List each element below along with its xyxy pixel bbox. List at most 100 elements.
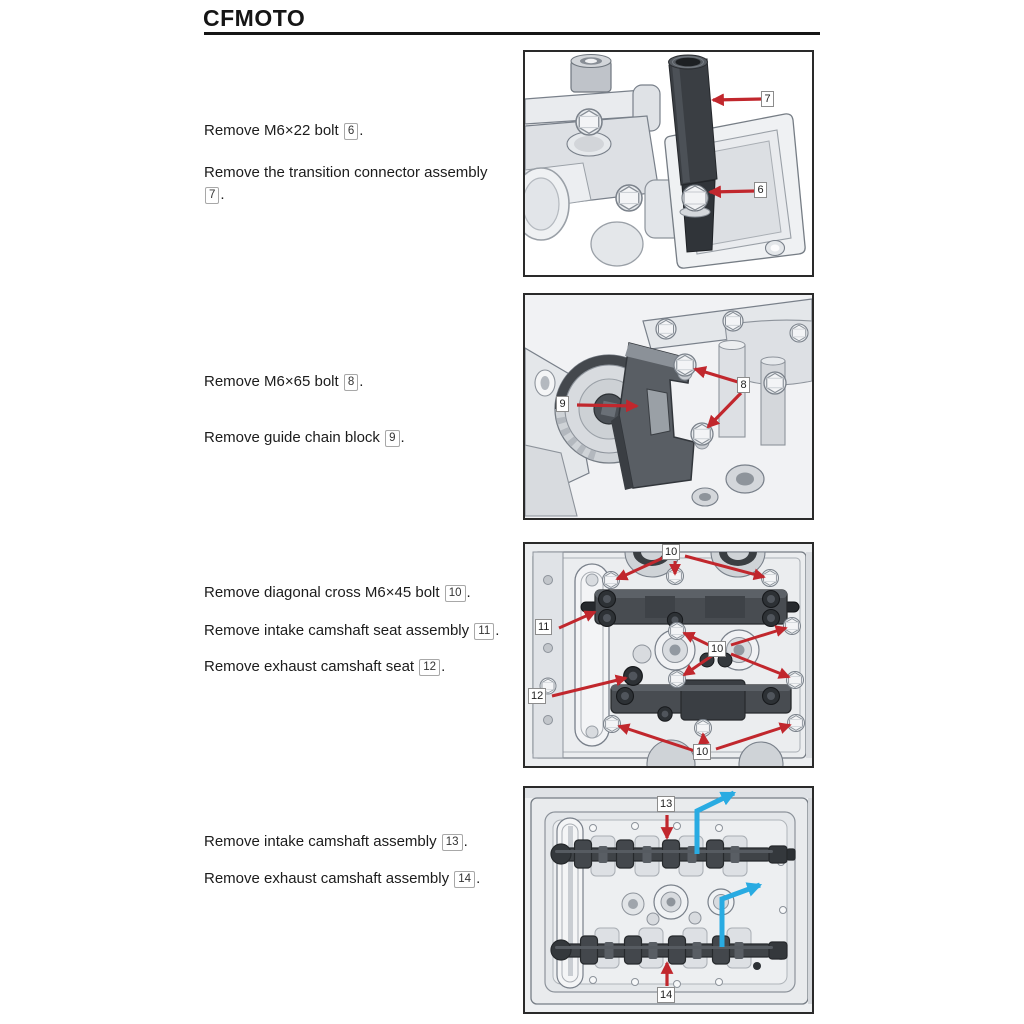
red-arrow (706, 391, 743, 429)
m6x65-bolt-upper (673, 353, 697, 377)
red-arrows (551, 554, 792, 753)
callout-10-middle: 10 (708, 641, 727, 657)
callout-7: 7 (761, 91, 774, 107)
part-ref-box: 6 (343, 123, 359, 140)
part-ref-box: 13 (441, 834, 463, 851)
m6x45-bolt (760, 568, 780, 588)
red-arrow (697, 732, 710, 746)
engine-illustration (525, 788, 812, 1012)
callout-10-top: 10 (662, 544, 681, 560)
figure-camshafts: 13 14 (523, 786, 814, 1014)
step-suffix: . (466, 584, 471, 601)
m6x45-bolt (782, 616, 802, 636)
exhaust-camshaft-seat (610, 666, 792, 722)
step-text: Remove the transition connector assembly (204, 164, 488, 181)
hex-bolt (575, 108, 603, 136)
engine-artwork (525, 295, 812, 518)
red-arrow (693, 366, 739, 384)
step-text: Remove M6×65 bolt (204, 373, 343, 390)
brand-title: CFMOTO (203, 5, 306, 31)
red-arrow (682, 653, 714, 677)
callout-6: 6 (754, 182, 767, 198)
step-remove-m6x65-bolt: Remove M6×65 bolt 8. (204, 371, 534, 393)
step-remove-exhaust-seat: Remove exhaust camshaft seat 12. (204, 656, 534, 678)
red-arrow (708, 185, 756, 199)
red-arrow (711, 93, 763, 107)
step-remove-intake-camshaft: Remove intake camshaft assembly 13. (204, 831, 534, 853)
part-ref-box: 9 (385, 430, 400, 447)
hex-bolt (655, 318, 677, 340)
blue-arrow (719, 882, 763, 947)
engine-illustration (525, 52, 812, 275)
step-remove-diagonal-cross-bolt: Remove diagonal cross M6×45 bolt 10. (204, 582, 534, 604)
red-arrow (715, 722, 792, 751)
step-suffix: . (495, 622, 500, 639)
red-arrow (730, 652, 791, 679)
red-arrow (730, 625, 788, 647)
callout-13: 13 (657, 796, 676, 812)
part-ref-box: 8 (343, 374, 359, 391)
blue-arrow (694, 790, 737, 854)
red-arrows (576, 366, 743, 429)
red-arrow (576, 399, 639, 413)
step-text: Remove exhaust camshaft assembly (204, 870, 454, 887)
intake-camshaft (550, 839, 796, 869)
step-remove-guide-chain-block: Remove guide chain block 9. (204, 427, 534, 449)
part-ref-box: 7 (205, 187, 220, 204)
part-ref-box: 14 (454, 871, 476, 888)
step-suffix: . (359, 122, 364, 139)
red-arrow (551, 674, 628, 698)
callout-14: 14 (657, 987, 676, 1003)
step-remove-transition-connector: Remove the transition connector assembly… (204, 162, 504, 206)
step-text: Remove guide chain block (204, 429, 385, 446)
step-suffix: . (463, 833, 468, 850)
part-ref-box: 11 (474, 623, 495, 640)
step-text: Remove intake camshaft seat assembly (204, 622, 474, 639)
intake-camshaft-seat (580, 589, 800, 629)
red-arrow (617, 723, 696, 753)
red-arrow (684, 554, 766, 581)
step-suffix: . (441, 658, 446, 675)
step-suffix: . (476, 870, 481, 887)
header-rule (204, 32, 820, 35)
step-text: Remove intake camshaft assembly (204, 833, 441, 850)
figure-camshaft-seats: 10 11 10 12 10 (523, 542, 814, 768)
m6x45-bolt (786, 713, 806, 733)
m6x45-bolt (785, 670, 805, 690)
step-text: Remove M6×22 bolt (204, 122, 343, 139)
m6x45-bolt (602, 714, 622, 734)
step-suffix: . (359, 373, 364, 390)
callout-11: 11 (535, 619, 553, 635)
m6x45-bolt (667, 669, 687, 689)
step-remove-exhaust-camshaft: Remove exhaust camshaft assembly 14. (204, 868, 534, 890)
exhaust-camshaft (550, 935, 788, 965)
guide-chain-block-part (611, 342, 695, 490)
hex-bolt (789, 323, 809, 343)
m6x45-bolt (601, 570, 621, 590)
part-ref-box: 12 (419, 659, 441, 676)
engine-illustration (525, 295, 812, 518)
step-suffix: . (400, 429, 405, 446)
blue-arrows (694, 790, 763, 947)
callout-9: 9 (556, 396, 569, 412)
red-arrows (708, 93, 763, 199)
engine-artwork (525, 52, 812, 275)
step-remove-intake-seat: Remove intake camshaft seat assembly 11. (204, 620, 534, 642)
engine-artwork (525, 788, 812, 1012)
red-arrow (682, 631, 712, 648)
callout-10-bottom: 10 (693, 744, 712, 760)
m6x45-bolt (667, 621, 687, 641)
step-remove-m6x22-bolt: Remove M6×22 bolt 6. (204, 120, 534, 142)
callout-8: 8 (737, 377, 750, 393)
hex-bolt (763, 371, 787, 395)
engine-illustration (525, 544, 812, 766)
red-arrow (558, 610, 597, 630)
figure-transition-connector: 7 6 (523, 50, 814, 277)
hex-bolt (615, 184, 643, 212)
part-ref-box: 10 (444, 585, 466, 602)
step-text: Remove exhaust camshaft seat (204, 658, 419, 675)
m6x45-bolt (693, 718, 713, 738)
hex-bolt (722, 310, 744, 332)
base-bolt (679, 184, 711, 218)
